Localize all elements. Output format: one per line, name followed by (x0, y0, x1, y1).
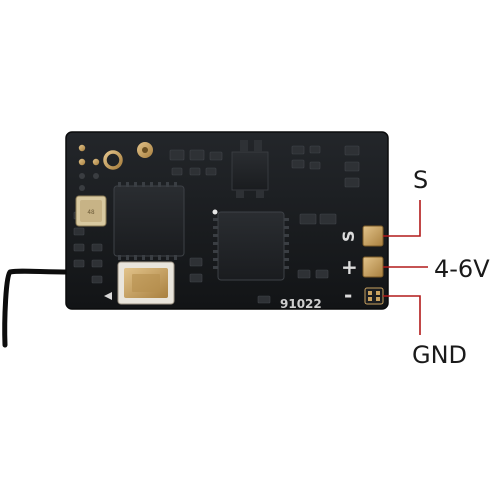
rf-transceiver-chip (212, 209, 289, 281)
power-pad (362, 256, 384, 278)
silkscreen-label-signal: S (339, 230, 358, 242)
crystal-oscillator (117, 261, 175, 305)
pin1-marker (104, 292, 112, 300)
smd-components (73, 145, 360, 304)
mounting-pad (103, 150, 123, 170)
mcu-chip (113, 182, 185, 260)
silkscreen-label-plus: + (341, 255, 358, 279)
antenna-wire (2, 268, 73, 348)
ground-callout-line (383, 295, 421, 335)
callout-lines (383, 200, 428, 335)
board-marking: 91022 (280, 297, 322, 311)
ceramic-antenna: 48 (75, 195, 107, 227)
ground-pad (364, 287, 384, 305)
signal-pad (362, 225, 384, 247)
regulator-package (231, 140, 269, 198)
ground-callout-label: GND (412, 341, 468, 369)
signal-callout-label: S (413, 166, 429, 194)
solder-pads (362, 225, 384, 305)
silkscreen-label-minus: - (344, 283, 352, 307)
voltage-callout-label: 4-6V (434, 255, 490, 283)
via-cluster (78, 144, 100, 191)
signal-callout-line (383, 200, 421, 237)
svg-text:48: 48 (87, 209, 95, 216)
